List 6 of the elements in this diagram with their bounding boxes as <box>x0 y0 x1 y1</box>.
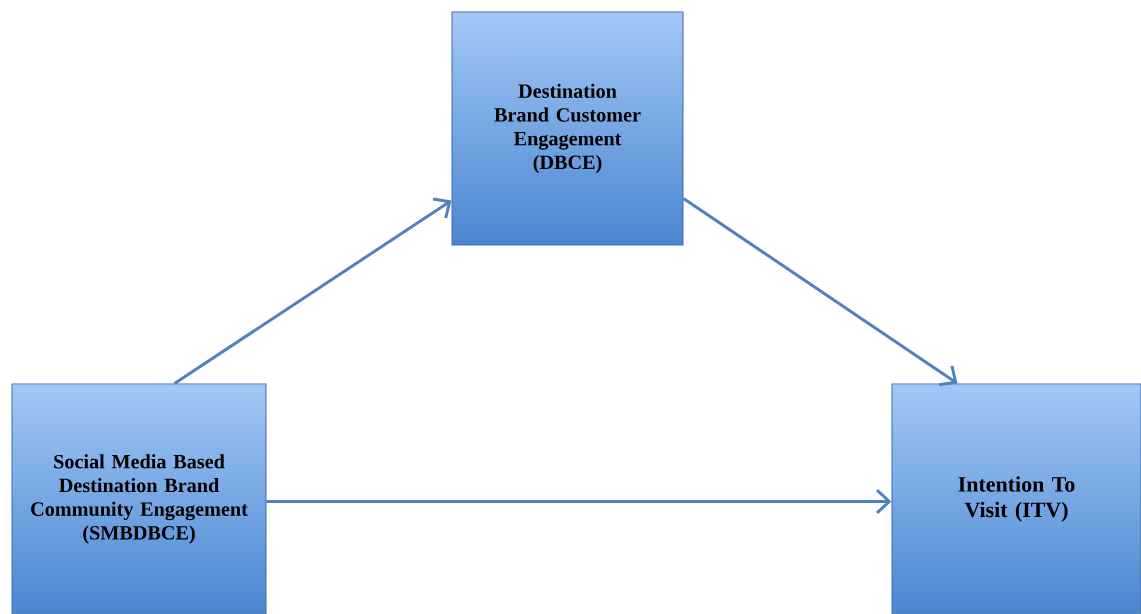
process-box: Intention To Visit (ITV) <box>891 383 1141 614</box>
process-box: Social Media Based Destination Brand Community Engagement (SMBDBCE) <box>11 383 267 614</box>
process-box: Destination Brand Customer Engagement (DBCE) <box>451 11 684 246</box>
arrow <box>173 197 452 385</box>
arrow <box>682 197 958 387</box>
arrow <box>266 488 892 514</box>
